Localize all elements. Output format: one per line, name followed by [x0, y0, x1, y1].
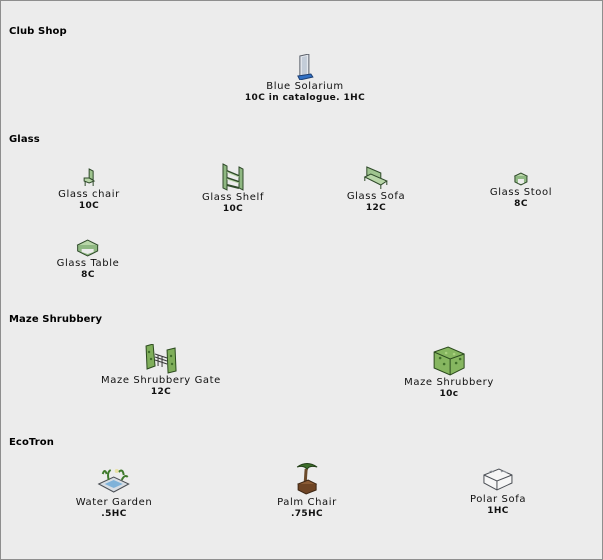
item-maze-shrubbery-gate[interactable]: Maze Shrubbery Gate 12C	[101, 344, 221, 398]
item-price: 10C	[222, 204, 244, 214]
item-name: Palm Chair	[277, 497, 337, 508]
item-glass-chair[interactable]: Glass chair 10C	[58, 168, 120, 212]
item-glass-shelf[interactable]: Glass Shelf 10C	[202, 163, 264, 215]
item-maze-shrubbery[interactable]: Maze Shrubbery 10c	[404, 346, 494, 400]
item-water-garden[interactable]: Water Garden .5HC	[76, 466, 153, 520]
item-glass-stool[interactable]: Glass Stool 8C	[490, 172, 552, 210]
item-name: Polar Sofa	[469, 494, 527, 505]
solarium-icon	[297, 54, 314, 80]
section-title-maze-shrubbery: Maze Shrubbery	[9, 314, 103, 325]
section-title-glass: Glass	[9, 134, 40, 145]
item-name: Blue Solarium	[266, 81, 344, 92]
glass-shelf-icon	[222, 163, 244, 191]
water-garden-icon	[97, 469, 131, 493]
glass-chair-icon	[83, 168, 96, 186]
item-name: Glass Stool	[489, 187, 553, 198]
item-name: Glass Table	[56, 258, 120, 269]
glass-stool-icon	[513, 172, 529, 186]
item-polar-sofa[interactable]: Polar Sofa 1HC	[470, 467, 526, 517]
polar-sofa-icon	[483, 468, 513, 491]
item-glass-table[interactable]: Glass Table 8C	[57, 239, 120, 281]
glass-sofa-icon	[363, 166, 389, 189]
shrubbery-icon	[433, 346, 465, 376]
item-name: Glass Sofa	[346, 191, 406, 202]
item-blue-solarium[interactable]: Blue Solarium 10C in catalogue. 1HC	[245, 54, 365, 104]
glass-table-icon	[77, 239, 99, 257]
item-palm-chair[interactable]: Palm Chair .75HC	[277, 462, 337, 520]
item-price: 10c	[439, 389, 459, 399]
item-price: 10C in catalogue. 1HC	[244, 93, 366, 103]
item-price: 8C	[514, 199, 528, 209]
palm-chair-icon	[296, 463, 318, 495]
item-name: Glass Shelf	[202, 192, 264, 203]
item-price: 1HC	[487, 506, 509, 516]
item-price: 8C	[81, 270, 95, 280]
item-price: 12C	[365, 203, 387, 213]
item-price: 10C	[78, 201, 100, 211]
item-price: .75HC	[290, 509, 324, 519]
section-title-ecotron: EcoTron	[9, 437, 54, 448]
item-name: Maze Shrubbery	[404, 377, 494, 388]
item-glass-sofa[interactable]: Glass Sofa 12C	[347, 166, 405, 214]
item-price: .5HC	[101, 509, 127, 519]
item-name: Water Garden	[75, 497, 153, 508]
item-name: Maze Shrubbery Gate	[101, 375, 221, 386]
shrubbery-gate-icon	[145, 344, 177, 374]
item-price: 12C	[150, 387, 172, 397]
section-title-club-shop: Club Shop	[9, 26, 67, 37]
item-name: Glass chair	[58, 189, 120, 200]
